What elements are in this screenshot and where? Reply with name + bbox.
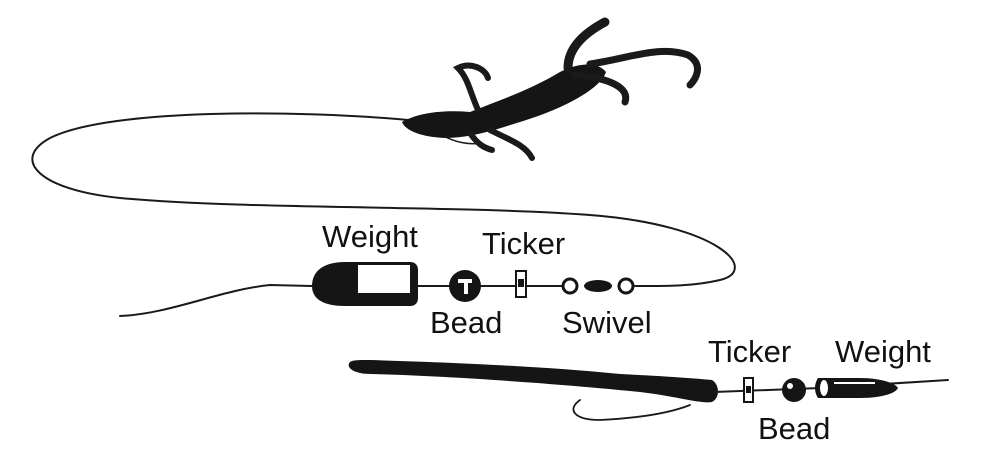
top-ticker-icon: [515, 270, 527, 298]
top-swivel-label: Swivel: [562, 305, 652, 340]
bottom-rig: Ticker Weight Bead: [348, 334, 949, 446]
swivel-icon: [561, 277, 635, 295]
top-main-line: [119, 283, 313, 317]
bottom-weight-icon: [815, 378, 898, 398]
top-bead-label: Bead: [430, 305, 502, 340]
top-leader-line: [31, 112, 736, 288]
bottom-ticker-icon: [743, 377, 754, 403]
top-weight-icon: [312, 262, 418, 306]
bottom-weight-label: Weight: [835, 334, 931, 369]
top-rig: Weight Ticker Bead Swivel: [31, 17, 736, 340]
top-bead-icon: [449, 270, 481, 302]
bottom-ticker-label: Ticker: [708, 334, 791, 369]
top-ticker-label: Ticker: [482, 226, 565, 261]
bottom-bead-icon: [782, 378, 806, 402]
bottom-bead-label: Bead: [758, 411, 830, 446]
top-weight-label: Weight: [322, 219, 418, 254]
worm-bait-icon: [348, 360, 718, 421]
lizard-bait-icon: [402, 17, 701, 161]
